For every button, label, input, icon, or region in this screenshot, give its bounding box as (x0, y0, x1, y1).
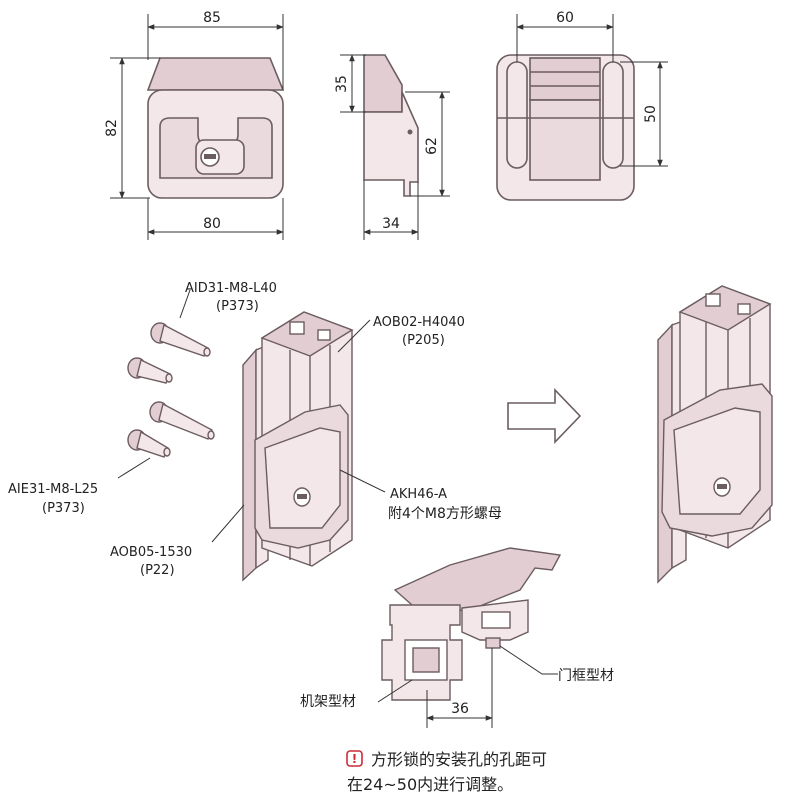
warning-note: ! 方形锁的安装孔的孔距可 在24~50内进行调整。 (346, 750, 547, 794)
dim-front-height: 82 (104, 119, 120, 137)
bolt-short-2 (127, 429, 171, 458)
dim-back-slot-spacing: 50 (643, 105, 659, 123)
callout-bolt-long-page: (P373) (216, 299, 259, 314)
side-view (363, 54, 419, 197)
front-view-top-cap (146, 57, 285, 91)
bolts (127, 322, 215, 458)
callout-profile-v-page: (P22) (140, 563, 175, 578)
note-line-1: 方形锁的安装孔的孔距可 (371, 750, 547, 769)
back-view-center-block (529, 99, 601, 181)
exclamation-icon (346, 750, 363, 767)
callout-leaders (117, 289, 386, 543)
front-view (146, 57, 285, 199)
back-view-slot-left (506, 61, 528, 169)
section-lock-top (393, 547, 562, 613)
callout-profile-h-page: (P205) (402, 333, 445, 348)
profile-v-thin (242, 348, 257, 582)
callout-profile-v-part: AOB05-1530 (110, 545, 192, 560)
callout-bolt-short-page: (P373) (42, 501, 85, 516)
dim-back-width: 60 (556, 10, 574, 26)
section-dimensions (377, 645, 558, 728)
dim-front-width-top: 85 (203, 10, 221, 26)
bolt-long-1 (150, 322, 211, 357)
profile-assembly (242, 311, 354, 582)
bolt-short-1 (127, 357, 173, 384)
bolt-long-2 (149, 401, 215, 440)
back-view (496, 54, 635, 201)
note-line-2: 在24~50内进行调整。 (347, 775, 513, 794)
dim-side-height: 62 (424, 137, 440, 155)
label-frame-material: 机架型材 (300, 694, 356, 710)
label-door-frame-material: 门框型材 (558, 668, 614, 684)
assembly-arrow-icon (507, 388, 582, 444)
callout-bolt-short-part: AIE31-M8-L25 (8, 482, 98, 497)
callout-profile-h-part: AOB02-H4040 (373, 315, 465, 330)
back-view-slot-right (602, 61, 624, 169)
assembled-view (657, 285, 773, 584)
side-view-body (363, 91, 419, 197)
callout-bolt-long-part: AID31-M8-L40 (185, 281, 277, 296)
exclamation-glyph: ! (352, 752, 357, 766)
callout-lock-note: 附4个M8方形螺母 (388, 506, 502, 522)
back-view-top-band (529, 57, 601, 101)
back-view-dimensions (516, 14, 668, 167)
section-view (381, 547, 562, 701)
dim-side-top-height: 35 (334, 75, 350, 93)
front-view-dimensions (110, 14, 284, 240)
dim-profile-offset: 36 (451, 701, 469, 717)
side-view-top (363, 54, 403, 113)
dim-side-depth: 34 (382, 216, 400, 232)
callout-lock-part: AKH46-A (390, 487, 447, 502)
side-view-dimensions (340, 54, 450, 240)
dim-front-width-bottom: 80 (203, 216, 221, 232)
